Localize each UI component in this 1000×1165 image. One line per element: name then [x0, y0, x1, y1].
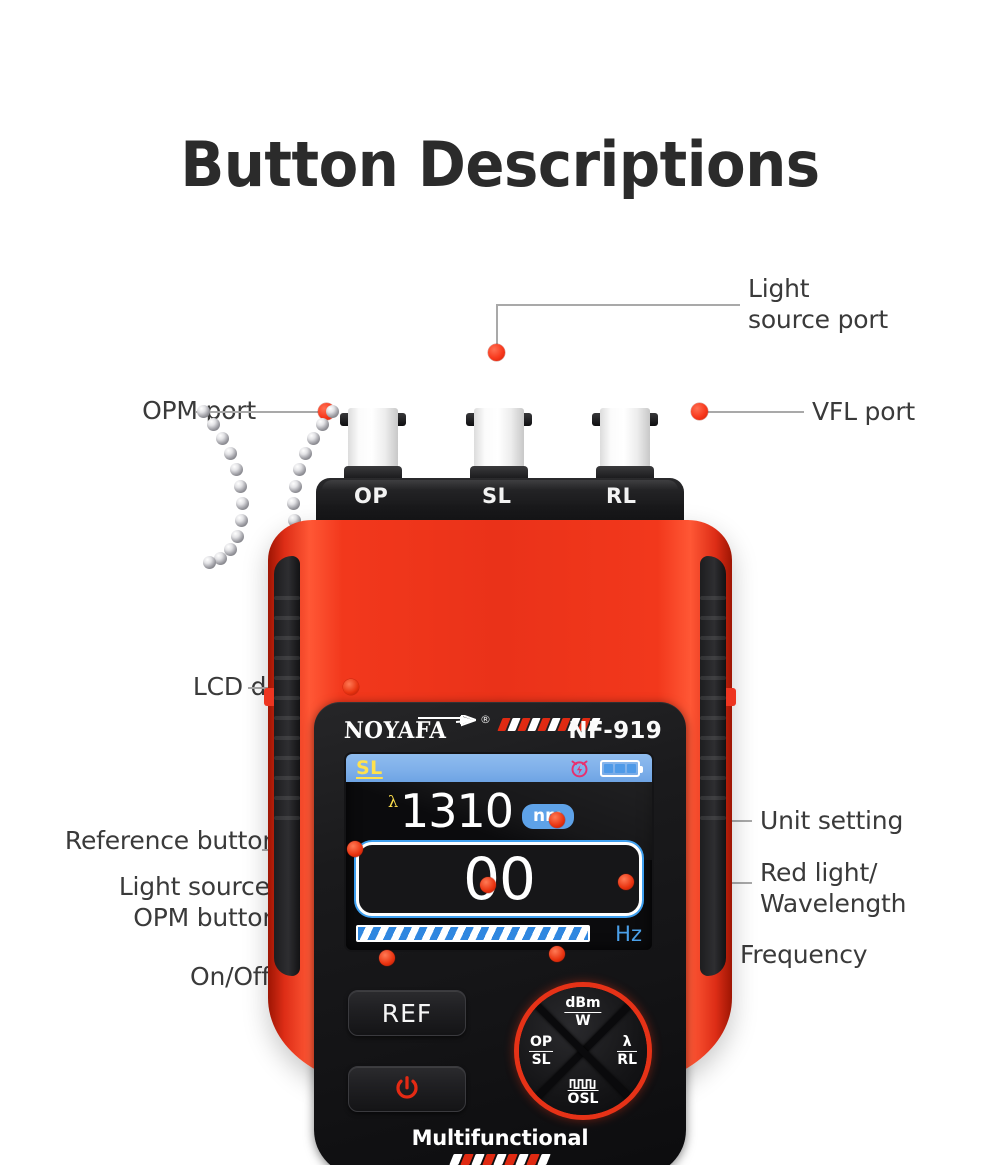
- leader-light-source-port-h: [496, 304, 740, 306]
- lcd-progress-bar: [356, 925, 590, 942]
- callout-unit-setting: Unit setting: [760, 806, 904, 835]
- lcd-wavelength-row: λ 1310 nm: [346, 784, 652, 840]
- power-button[interactable]: [348, 1066, 466, 1112]
- callout-reference-button: Reference button: [64, 826, 278, 855]
- dpad-west-top: OP: [529, 1033, 554, 1052]
- dpad-key-south[interactable]: OSL: [567, 1078, 599, 1108]
- marker-vfl-port: [691, 403, 708, 420]
- dpad-north-bottom: W: [575, 1012, 591, 1029]
- callout-on-off: On/Off: [189, 962, 270, 991]
- dpad-south-bottom: OSL: [567, 1091, 599, 1108]
- square-wave-icon: [570, 1079, 596, 1090]
- marker-light-source-port: [488, 344, 505, 361]
- brand-arrow-icon: [418, 715, 476, 727]
- port-label-op: OP: [354, 484, 389, 508]
- lcd-wavelength-unit: nm: [522, 804, 574, 829]
- marker-red-light-wavelength: [618, 874, 634, 890]
- side-grip-left: [274, 556, 300, 976]
- reference-button-label: REF: [381, 998, 433, 1028]
- callout-light-source-opm-button: Light source/ OPM button: [118, 872, 278, 932]
- dpad-key-east[interactable]: λ RL: [617, 1035, 637, 1067]
- dpad-east-bottom: RL: [617, 1051, 637, 1068]
- dpad-key-west[interactable]: OP SL: [529, 1033, 554, 1068]
- port-label-rl: RL: [606, 484, 637, 508]
- lambda-symbol: λ: [388, 792, 399, 811]
- product-line-1: Multifunctional: [411, 1126, 589, 1150]
- brand-row: NOYAFA ® NF-919: [314, 713, 686, 746]
- device-nf-919: OP SL RL: [197, 360, 736, 1165]
- leader-light-source-port-v: [496, 304, 498, 352]
- dpad-key-north[interactable]: dBm W: [564, 995, 602, 1029]
- marker-light-source-opm-button: [480, 877, 496, 893]
- lcd-display: SL λ 1310: [346, 754, 652, 950]
- lcd-value: 00: [463, 845, 536, 913]
- alarm-flash-icon: [571, 760, 588, 778]
- leader-opm-port: [196, 411, 324, 413]
- callout-light-source-port: Light source port: [748, 274, 889, 334]
- port-connector-op: [336, 370, 410, 498]
- device-faceplate: NOYAFA ® NF-919: [314, 702, 686, 1165]
- dpad-north-top: dBm: [564, 995, 602, 1013]
- battery-icon: [600, 760, 643, 777]
- callout-red-light-wavelength: Red light/ Wavelength: [760, 858, 907, 918]
- marker-reference-button: [347, 841, 363, 857]
- model-number: NF-919: [568, 718, 662, 744]
- lcd-bar-row: Hz: [356, 922, 642, 946]
- marker-on-off: [379, 950, 395, 966]
- marker-lcd-display: [343, 679, 359, 695]
- lcd-status-bar: SL: [346, 754, 652, 782]
- reference-button[interactable]: REF: [348, 990, 466, 1036]
- lcd-mode-indicator: SL: [356, 757, 383, 779]
- direction-pad[interactable]: dBm W OP SL λ RL: [514, 982, 652, 1120]
- lcd-value-box: 00: [356, 842, 642, 916]
- page-title: Button Descriptions: [180, 128, 820, 201]
- callout-vfl-port: VFL port: [812, 397, 916, 426]
- device-body-shell: NOYAFA ® NF-919: [264, 520, 736, 1165]
- lcd-wavelength-value: 1310: [400, 784, 514, 838]
- brand-registered-mark: ®: [480, 713, 491, 726]
- leader-vfl-port: [706, 411, 804, 413]
- callout-opm-port: OPM port: [142, 396, 256, 425]
- marker-frequency: [549, 946, 565, 962]
- product-stripes: [449, 1154, 551, 1165]
- callout-frequency: Frequency: [740, 940, 868, 969]
- marker-unit-setting: [549, 812, 565, 828]
- port-label-sl: SL: [482, 484, 512, 508]
- dpad-east-top: λ: [617, 1035, 637, 1052]
- lcd-body: λ 1310 nm 00 Hz: [346, 782, 652, 950]
- lcd-value-unit: Hz: [615, 922, 642, 946]
- side-grip-right: [700, 556, 726, 976]
- power-icon: [396, 1076, 418, 1099]
- dpad-west-bottom: SL: [531, 1051, 551, 1068]
